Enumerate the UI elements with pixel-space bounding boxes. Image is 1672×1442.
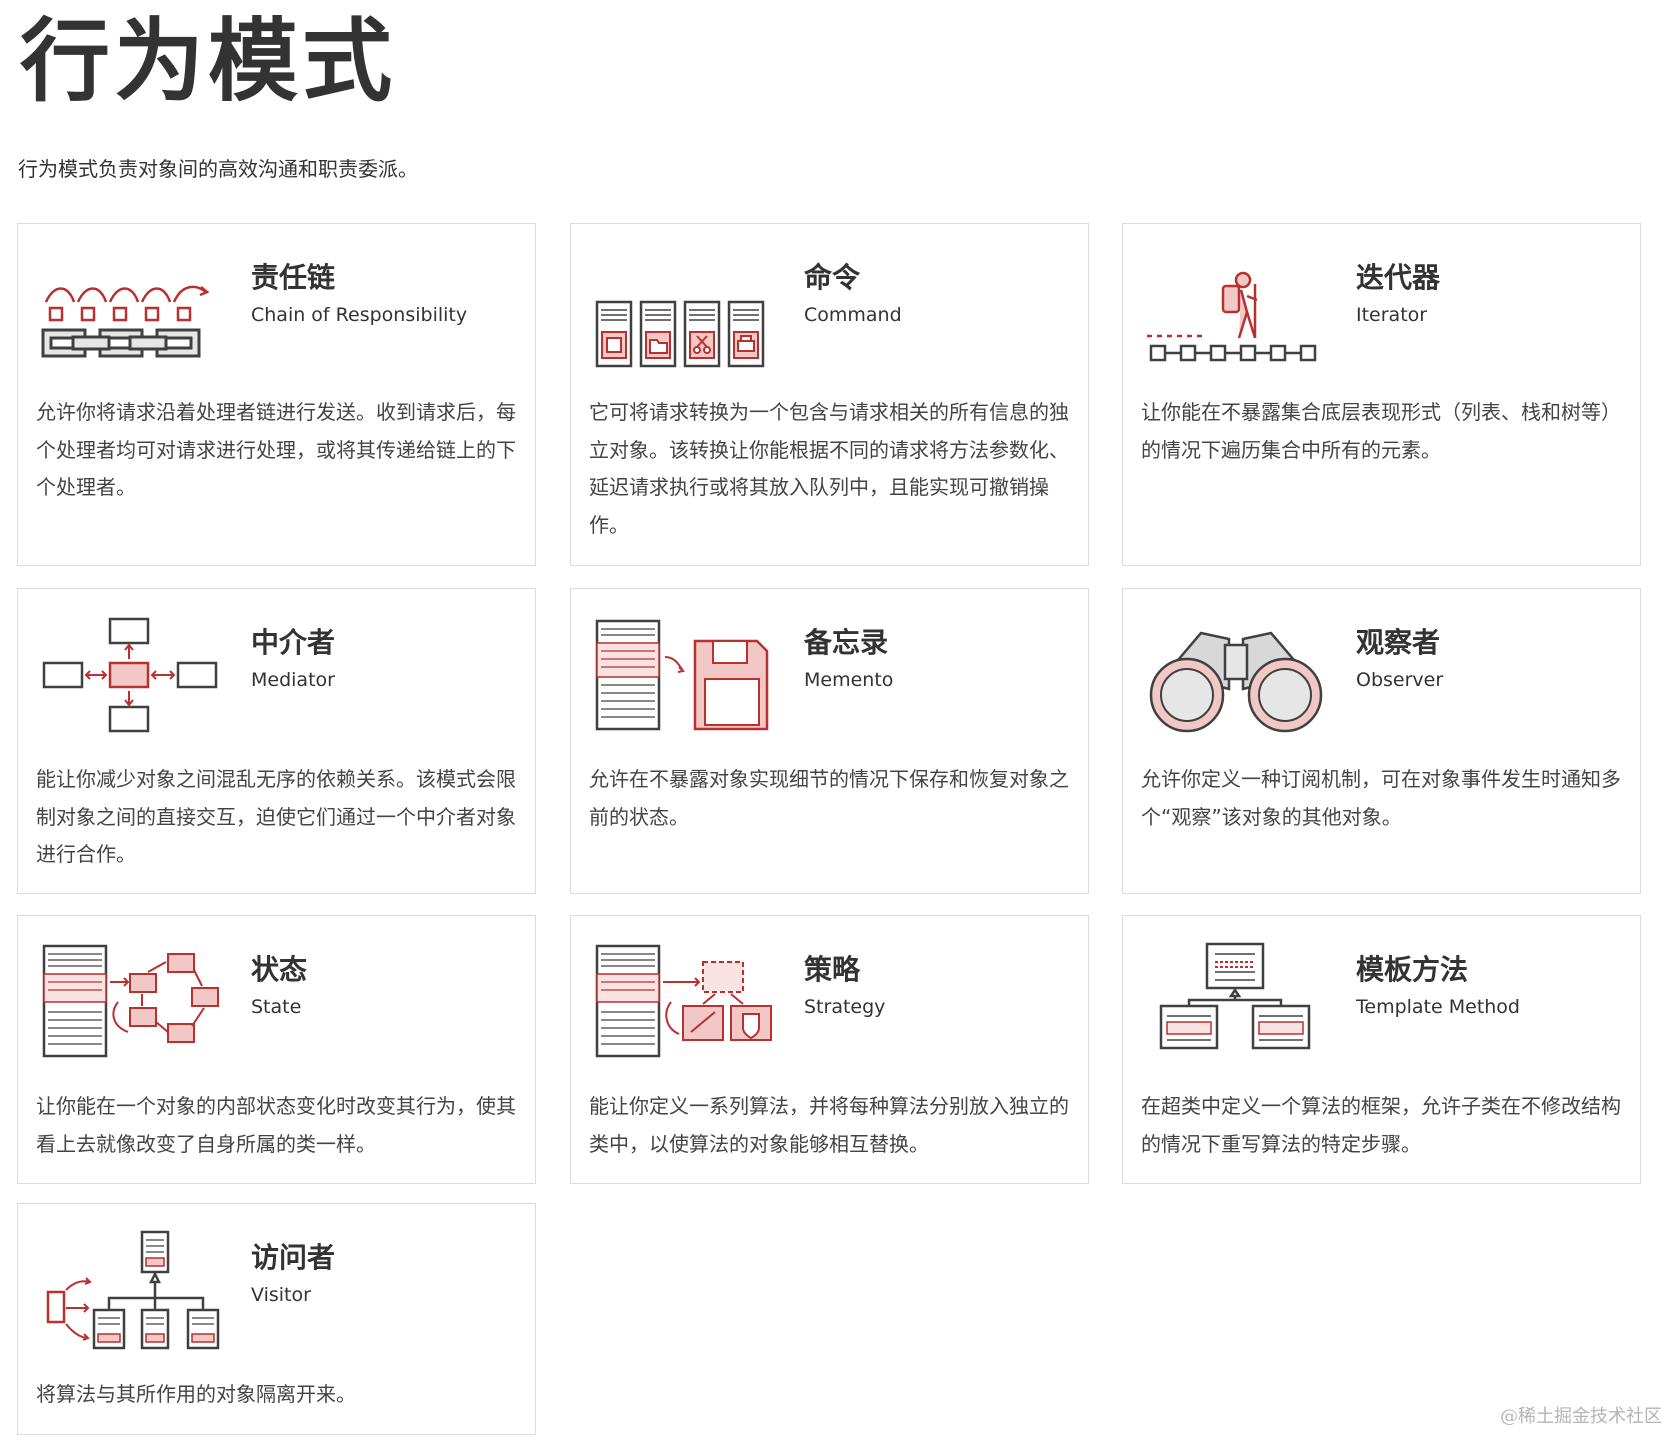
card-subtitle: Observer bbox=[1356, 669, 1444, 691]
iterator-icon bbox=[1143, 250, 1329, 370]
card-title: 策略 bbox=[804, 953, 861, 986]
card-subtitle: Chain of Responsibility bbox=[251, 304, 468, 326]
card-command[interactable]: 命令 Command 它可将请求转换为一个包含与请求相关的所有信息的独立对象。该… bbox=[570, 223, 1089, 566]
card-description: 在超类中定义一个算法的框架，允许子类在不修改结构的情况下重写算法的特定步骤。 bbox=[1141, 1094, 1621, 1156]
card-subtitle: Memento bbox=[804, 669, 894, 691]
card-subtitle: Template Method bbox=[1356, 996, 1520, 1018]
card-strategy[interactable]: 策略 Strategy 能让你定义一系列算法，并将每种算法分别放入独立的类中，以… bbox=[570, 915, 1089, 1184]
card-title: 中介者 bbox=[251, 626, 336, 659]
template-method-icon bbox=[1143, 942, 1329, 1062]
card-subtitle: State bbox=[251, 996, 302, 1018]
page-title: 行为模式 bbox=[20, 9, 396, 114]
card-title: 责任链 bbox=[251, 261, 336, 294]
card-description: 它可将请求转换为一个包含与请求相关的所有信息的独立对象。该转换让你能根据不同的请… bbox=[589, 400, 1069, 537]
page-subtitle: 行为模式负责对象间的高效沟通和职责委派。 bbox=[18, 157, 418, 181]
card-subtitle: Mediator bbox=[251, 669, 335, 691]
card-subtitle: Strategy bbox=[804, 996, 886, 1018]
card-title: 状态 bbox=[251, 953, 308, 986]
card-description: 允许你定义一种订阅机制，可在对象事件发生时通知多个“观察”该对象的其他对象。 bbox=[1141, 767, 1621, 829]
card-description: 允许在不暴露对象实现细节的情况下保存和恢复对象之前的状态。 bbox=[589, 767, 1069, 829]
watermark: @稀土掘金技术社区 bbox=[1500, 1406, 1662, 1427]
card-description: 让你能在不暴露集合底层表现形式（列表、栈和树等）的情况下遍历集合中所有的元素。 bbox=[1141, 400, 1621, 462]
card-title: 模板方法 bbox=[1356, 953, 1469, 986]
card-subtitle: Visitor bbox=[251, 1284, 311, 1306]
card-title: 迭代器 bbox=[1356, 261, 1441, 294]
card-title: 观察者 bbox=[1356, 626, 1441, 659]
card-title: 备忘录 bbox=[804, 626, 889, 659]
card-subtitle: Command bbox=[804, 304, 902, 326]
card-description: 能让你减少对象之间混乱无序的依赖关系。该模式会限制对象之间的直接交互，迫使它们通… bbox=[36, 767, 516, 866]
card-description: 让你能在一个对象的内部状态变化时改变其行为，使其看上去就像改变了自身所属的类一样… bbox=[36, 1094, 516, 1156]
card-memento[interactable]: 备忘录 Memento 允许在不暴露对象实现细节的情况下保存和恢复对象之前的状态… bbox=[570, 588, 1089, 894]
mediator-icon bbox=[38, 615, 224, 735]
card-iterator[interactable]: 迭代器 Iterator 让你能在不暴露集合底层表现形式（列表、栈和树等）的情况… bbox=[1122, 223, 1641, 566]
observer-icon bbox=[1143, 615, 1329, 735]
visitor-icon bbox=[38, 1230, 224, 1350]
card-template-method[interactable]: 模板方法 Template Method 在超类中定义一个算法的框架，允许子类在… bbox=[1122, 915, 1641, 1184]
card-visitor[interactable]: 访问者 Visitor 将算法与其所作用的对象隔离开来。 bbox=[17, 1203, 536, 1435]
card-title: 命令 bbox=[804, 261, 861, 294]
card-title: 访问者 bbox=[251, 1241, 336, 1274]
card-state[interactable]: 状态 State 让你能在一个对象的内部状态变化时改变其行为，使其看上去就像改变… bbox=[17, 915, 536, 1184]
card-observer[interactable]: 观察者 Observer 允许你定义一种订阅机制，可在对象事件发生时通知多个“观… bbox=[1122, 588, 1641, 894]
card-chain-of-responsibility[interactable]: 责任链 Chain of Responsibility 允许你将请求沿着处理者链… bbox=[17, 223, 536, 566]
command-icon bbox=[591, 250, 777, 370]
chain-icon bbox=[38, 250, 224, 370]
card-subtitle: Iterator bbox=[1356, 304, 1428, 326]
memento-icon bbox=[591, 615, 777, 735]
card-description: 将算法与其所作用的对象隔离开来。 bbox=[36, 1382, 356, 1406]
state-icon bbox=[38, 942, 224, 1062]
card-description: 能让你定义一系列算法，并将每种算法分别放入独立的类中，以使算法的对象能够相互替换… bbox=[589, 1094, 1069, 1156]
card-description: 允许你将请求沿着处理者链进行发送。收到请求后，每个处理者均可对请求进行处理，或将… bbox=[36, 400, 516, 499]
card-mediator[interactable]: 中介者 Mediator 能让你减少对象之间混乱无序的依赖关系。该模式会限制对象… bbox=[17, 588, 536, 894]
strategy-icon bbox=[591, 942, 777, 1062]
